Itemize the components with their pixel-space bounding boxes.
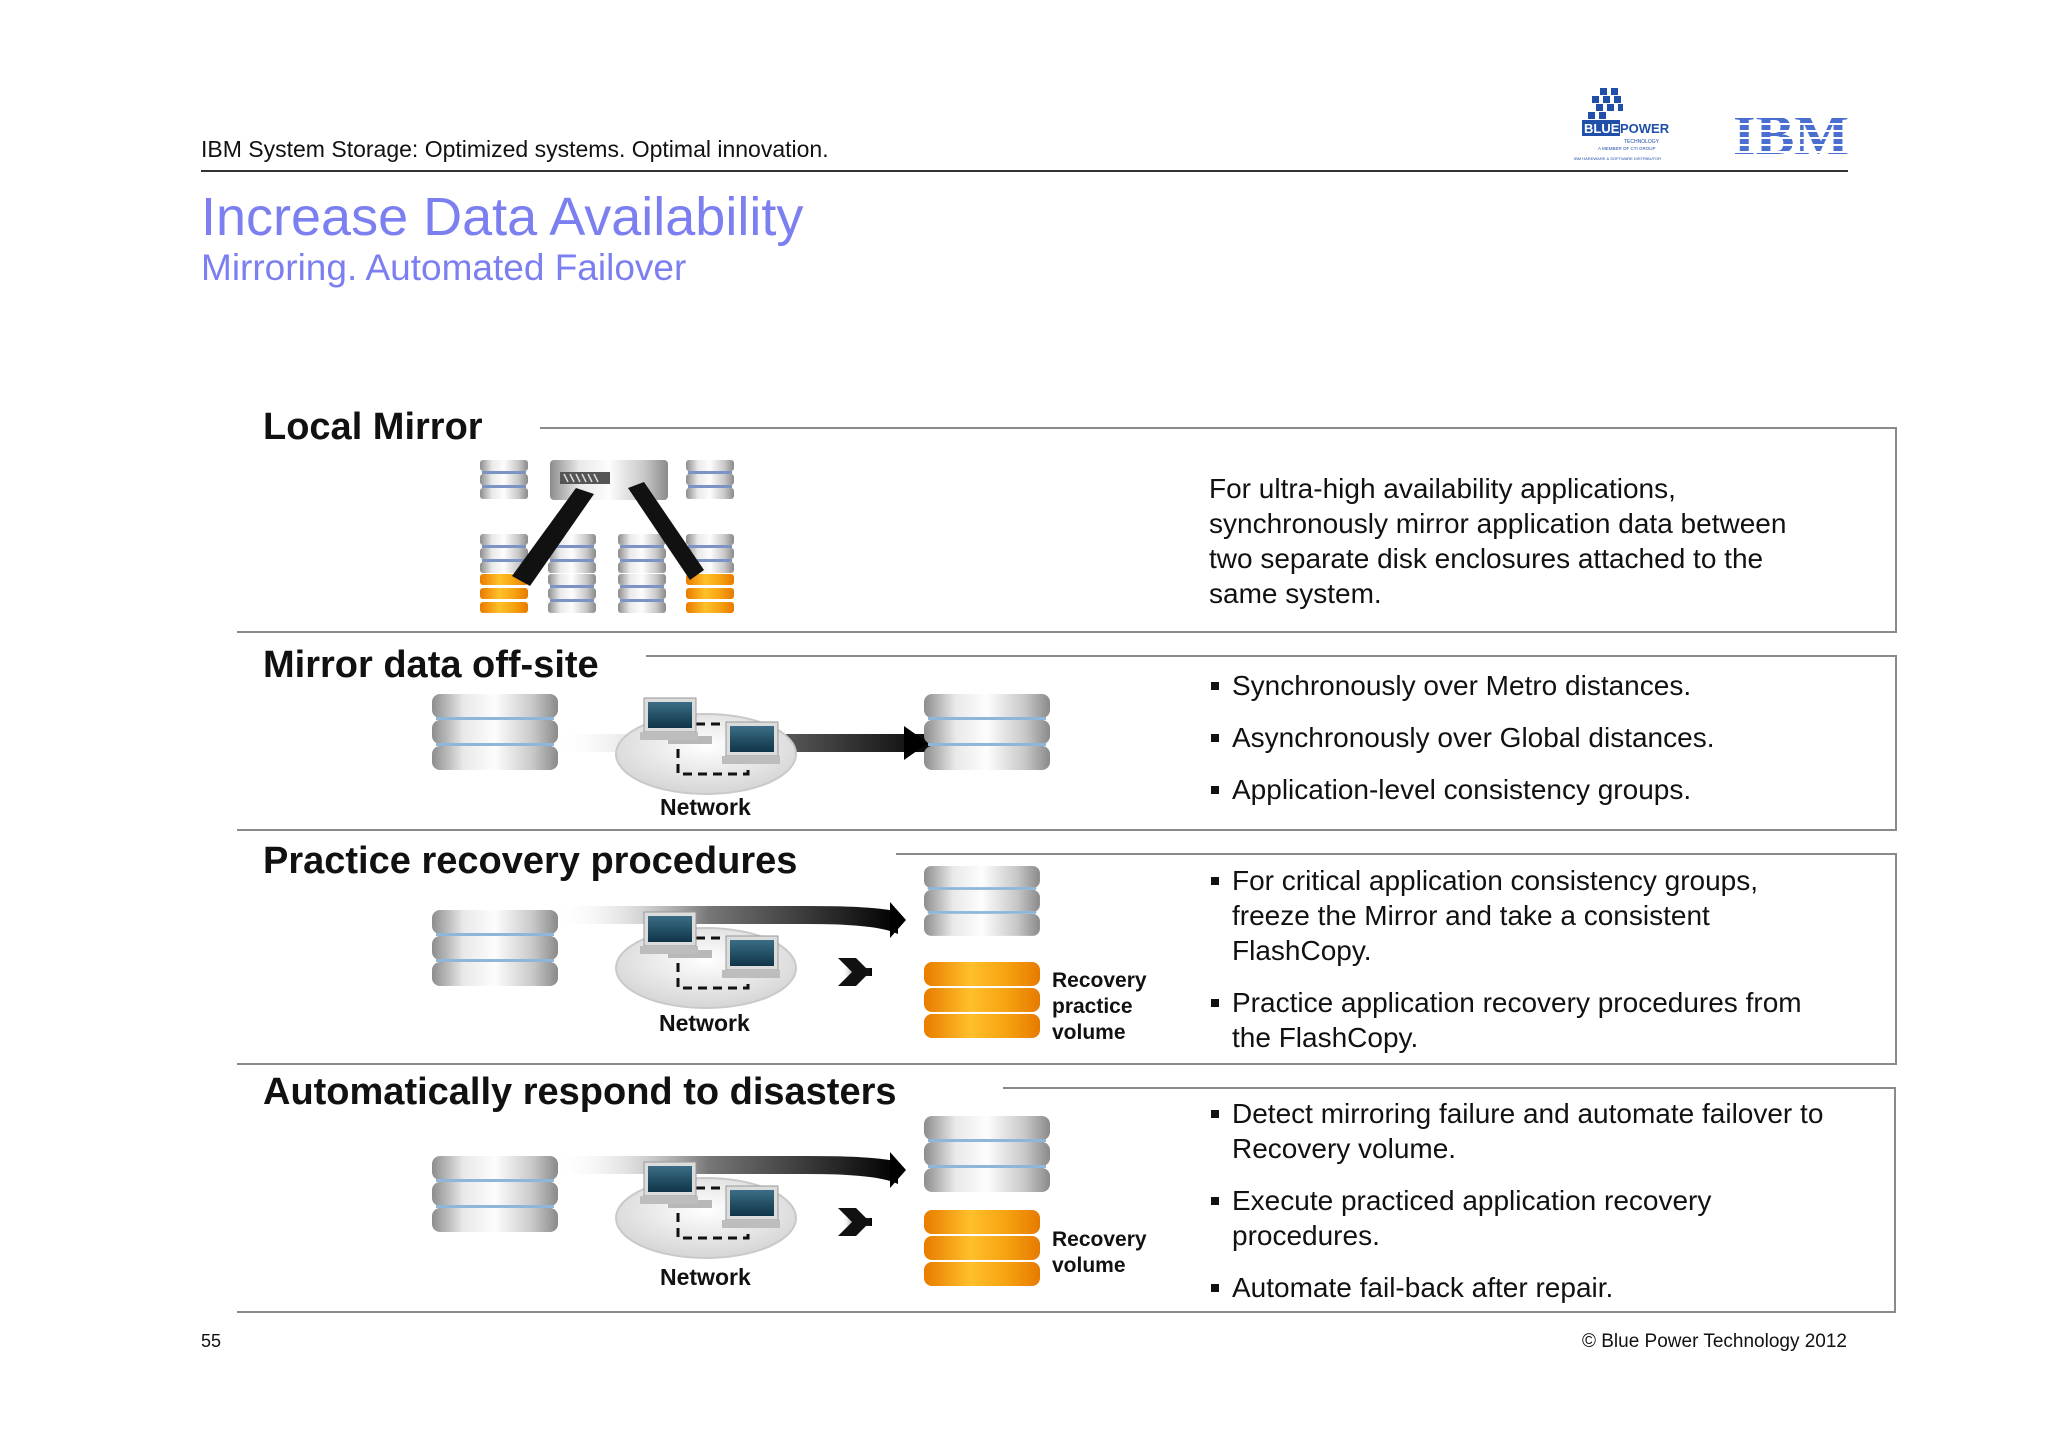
storage-stack-icon bbox=[432, 694, 558, 770]
network-label: Network bbox=[659, 1010, 750, 1036]
svg-text:IBM HARDWARE & SOFTWARE DISTRI: IBM HARDWARE & SOFTWARE DISTRIBUTOR bbox=[1574, 156, 1661, 161]
section-divider bbox=[237, 631, 542, 633]
section-frame-practice-recovery bbox=[896, 853, 1897, 1065]
storage-stack-icon bbox=[924, 694, 1050, 770]
svg-text:A MEMBER OF CTI GROUP: A MEMBER OF CTI GROUP bbox=[1598, 146, 1656, 151]
network-label: Network bbox=[660, 794, 751, 820]
section-divider bbox=[237, 1063, 898, 1065]
off-site-diagram bbox=[432, 694, 1050, 796]
practice-recovery-diagram bbox=[432, 866, 1040, 1038]
local-mirror-diagram bbox=[480, 460, 734, 613]
bullet-item: Detect mirroring failure and automate fa… bbox=[1211, 1096, 1851, 1166]
header-divider bbox=[201, 170, 1848, 172]
recovery-volume-icon bbox=[686, 574, 734, 613]
bullet-item: Synchronously over Metro distances. bbox=[1211, 668, 1851, 703]
network-label: Network bbox=[660, 1264, 751, 1290]
bullet-item: For critical application consistency gro… bbox=[1211, 863, 1821, 968]
page-subtitle: Mirroring. Automated Failover bbox=[201, 247, 687, 288]
section-frame-auto-respond bbox=[1003, 1087, 1896, 1313]
section-title-off-site: Mirror data off-site bbox=[263, 644, 609, 687]
recovery-volume-label: Recovery volume bbox=[1052, 1228, 1147, 1277]
copyright-notice: © Blue Power Technology 2012 bbox=[1581, 1331, 1847, 1352]
storage-stack-icon bbox=[480, 460, 528, 499]
bullet-list-auto-respond: Detect mirroring failure and automate fa… bbox=[1211, 1096, 1851, 1322]
recovery-volume-icon bbox=[924, 962, 1040, 1038]
section-title-practice-recovery: Practice recovery procedures bbox=[263, 840, 808, 883]
bullet-item: Asynchronously over Global distances. bbox=[1211, 720, 1851, 755]
bullet-item: Practice application recovery procedures… bbox=[1211, 985, 1821, 1055]
network-computers-icon bbox=[614, 910, 798, 1010]
bullet-list-off-site: Synchronously over Metro distances. Asyn… bbox=[1211, 668, 1851, 824]
bullet-item: Automate fail-back after repair. bbox=[1211, 1270, 1851, 1305]
ibm-logo: IBM bbox=[1733, 105, 1849, 167]
auto-respond-diagram bbox=[432, 1116, 1050, 1286]
bullet-item: Application-level consistency groups. bbox=[1211, 772, 1851, 807]
svg-text:TECHNOLOGY: TECHNOLOGY bbox=[1624, 139, 1660, 145]
network-computers-icon bbox=[614, 696, 798, 796]
section-divider bbox=[237, 1311, 1005, 1313]
bluepower-logo: BLUE POWER TECHNOLOGY A MEMBER OF CTI GR… bbox=[1574, 88, 1670, 161]
svg-text:POWER: POWER bbox=[1620, 121, 1670, 136]
svg-text:IBM: IBM bbox=[1733, 105, 1849, 167]
storage-stack-icon bbox=[618, 574, 666, 613]
bullet-item: Execute practiced application recovery p… bbox=[1211, 1183, 1851, 1253]
recovery-practice-volume-label: Recovery practice volume bbox=[1052, 969, 1147, 1044]
bullet-list-practice-recovery: For critical application consistency gro… bbox=[1211, 863, 1821, 1072]
recovery-volume-icon bbox=[924, 1210, 1040, 1286]
page-title: Increase Data Availability bbox=[201, 187, 804, 247]
storage-stack-icon bbox=[924, 866, 1040, 936]
storage-stack-icon bbox=[618, 534, 666, 573]
storage-stack-icon bbox=[432, 1156, 558, 1232]
section-divider bbox=[237, 829, 648, 831]
storage-stack-icon bbox=[548, 574, 596, 613]
section-title-local-mirror: Local Mirror bbox=[263, 406, 493, 449]
storage-stack-icon bbox=[686, 460, 734, 499]
header-tagline: IBM System Storage: Optimized systems. O… bbox=[201, 136, 829, 162]
section-description-local-mirror: For ultra-high availability applications… bbox=[1209, 473, 1787, 609]
storage-stack-icon bbox=[432, 910, 558, 986]
section-title-auto-respond: Automatically respond to disasters bbox=[263, 1071, 907, 1114]
network-computers-icon bbox=[614, 1160, 798, 1260]
storage-stack-icon bbox=[924, 1116, 1050, 1192]
section-frame-local-mirror bbox=[540, 427, 1897, 633]
page-number: 55 bbox=[201, 1331, 222, 1351]
bluepower-logo-text-blue: BLUE bbox=[1584, 121, 1620, 136]
